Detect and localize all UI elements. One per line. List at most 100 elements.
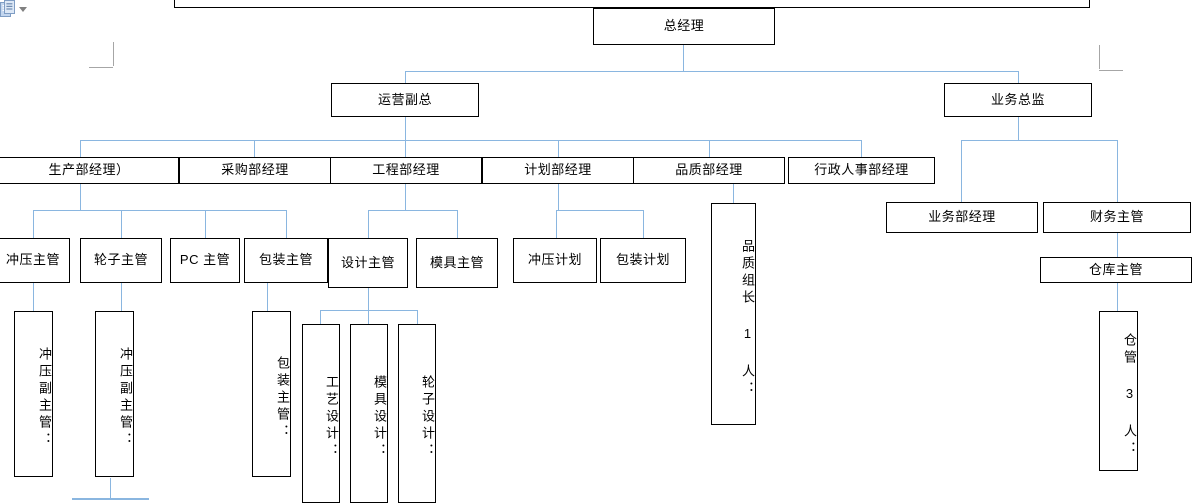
connector-prod-to-stamp [33,210,34,238]
connector-opsvp-to-eng [405,140,406,157]
node-label: 采购部经理 [221,162,289,178]
margin-mark-top-right [1099,45,1125,71]
connector-plan-to-packplan [643,210,644,238]
paste-clipboard-icon[interactable] [0,0,15,18]
node-label: 冲压主管 [5,252,60,268]
node-business-director[interactable]: 业务总监 [944,83,1092,117]
connector-bizdir-to-finance [1117,140,1118,202]
connector-gm-bus [405,71,1019,72]
node-label: 工艺设计： [324,375,339,460]
node-stamping-deputy-1[interactable]: 冲压副主管： [14,311,53,477]
node-packaging-supervisor[interactable]: 包装主管 [244,238,328,283]
connector-gm-down [683,45,684,71]
node-business-manager[interactable]: 业务部经理 [886,202,1038,233]
connector-prod-bus [33,210,286,211]
node-label: 仓管 3 人： [1122,332,1137,458]
node-label: 业务部经理 [928,209,996,225]
node-warehouse-staff[interactable]: 仓管 3 人： [1099,311,1138,471]
node-purchasing-manager[interactable]: 采购部经理 [179,157,331,184]
connector-gm-to-opsvp [405,71,406,83]
connector-eng-bus [368,210,457,211]
node-label: 品质组长 1 人： [740,238,755,398]
connector-opsvp-bus [80,140,861,141]
connector-finance-to-warehouse [1117,233,1118,257]
node-label: 设计主管 [340,254,395,270]
node-quality-manager[interactable]: 品质部经理 [633,157,785,184]
connector-prod-down [80,183,81,210]
connector-bizdir-down [1018,117,1019,140]
node-label: 包装计划 [615,252,670,268]
connector-packsup-down [267,283,268,311]
node-label: 业务总监 [990,91,1045,107]
node-operations-vp[interactable]: 运营副总 [331,83,479,117]
connector-designsup-down [368,288,369,310]
node-label: 模具主管 [429,254,484,270]
node-label: 工程部经理 [372,162,440,178]
node-packaging-plan[interactable]: 包装计划 [600,238,686,283]
connector-plan-bus [556,210,644,211]
connector-opsvp-down [405,117,406,140]
node-wheel-supervisor[interactable]: 轮子主管 [80,238,162,283]
node-general-manager[interactable]: 总经理 [593,8,775,45]
node-finance-supervisor[interactable]: 财务主管 [1043,202,1191,233]
page-content-frame [174,0,1090,8]
connector-stampsup-down [33,283,34,311]
node-mold-supervisor[interactable]: 模具主管 [416,238,498,288]
connector-plan-to-stampplan [556,210,557,238]
node-label: 冲压副主管： [37,347,52,449]
node-label: PC 主管 [179,252,231,268]
node-mold-design[interactable]: 模具设计： [350,324,388,503]
connector-eng-to-design [368,210,369,238]
paste-options-tag[interactable] [0,0,27,18]
connector-prod-to-pack [286,210,287,238]
node-production-manager[interactable]: 生产部经理） [0,157,179,184]
node-label: 轮子设计： [420,375,435,460]
chevron-down-icon[interactable] [19,6,27,12]
node-label: 行政人事部经理 [814,162,909,178]
node-label: 轮子主管 [93,252,148,268]
node-label: 包装主管 [258,252,313,268]
connector-design-to-mold [368,310,369,324]
connector-opsvp-to-prod [80,140,81,157]
connector-bizdir-bus [961,140,1118,141]
connector-opsvp-to-plan [558,140,559,157]
node-stamping-plan[interactable]: 冲压计划 [513,238,597,283]
node-planning-manager[interactable]: 计划部经理 [482,157,634,184]
node-label: 冲压副主管： [118,347,133,449]
connector-eng-to-mold [457,210,458,238]
node-hr-admin-manager[interactable]: 行政人事部经理 [788,157,935,184]
node-warehouse-supervisor[interactable]: 仓库主管 [1040,257,1192,283]
node-label: 总经理 [663,18,705,34]
connector-deputy2-down [110,478,111,499]
node-label: 模具设计： [372,375,387,460]
node-stamping-supervisor[interactable]: 冲压主管 [0,238,70,283]
connector-design-to-process [320,310,321,324]
margin-mark-top-left [88,42,114,68]
connector-warehouse-to-staff [1117,283,1118,311]
node-label: 计划部经理 [524,162,592,178]
node-packaging-supervisor-detail[interactable]: 包装主管： [252,311,291,477]
node-engineering-manager[interactable]: 工程部经理 [330,157,482,184]
node-stamping-deputy-2[interactable]: 冲压副主管： [95,311,134,477]
connector-bizdir-to-bizmgr [961,140,962,202]
connector-gm-to-bizdir [1018,71,1019,83]
connector-opsvp-to-hr [861,140,862,157]
node-design-supervisor[interactable]: 设计主管 [328,238,408,288]
node-pc-supervisor[interactable]: PC 主管 [170,238,240,283]
connector-opsvp-to-quality [709,140,710,157]
node-wheel-design[interactable]: 轮子设计： [398,324,436,503]
node-label: 运营副总 [377,91,432,107]
node-label: 品质部经理 [675,162,743,178]
node-label: 生产部经理） [48,162,130,178]
connector-prod-to-pc [205,210,206,238]
connector-quality-down [733,183,734,203]
node-quality-team-leader[interactable]: 品质组长 1 人： [711,203,756,425]
connector-prod-to-wheel [121,210,122,238]
node-label: 财务主管 [1089,209,1144,225]
connector-eng-down [405,183,406,210]
connector-bottom-bus [72,498,149,500]
connector-plan-down [558,183,559,210]
node-process-design[interactable]: 工艺设计： [302,324,340,503]
connector-design-to-wheeldesign [417,310,418,324]
